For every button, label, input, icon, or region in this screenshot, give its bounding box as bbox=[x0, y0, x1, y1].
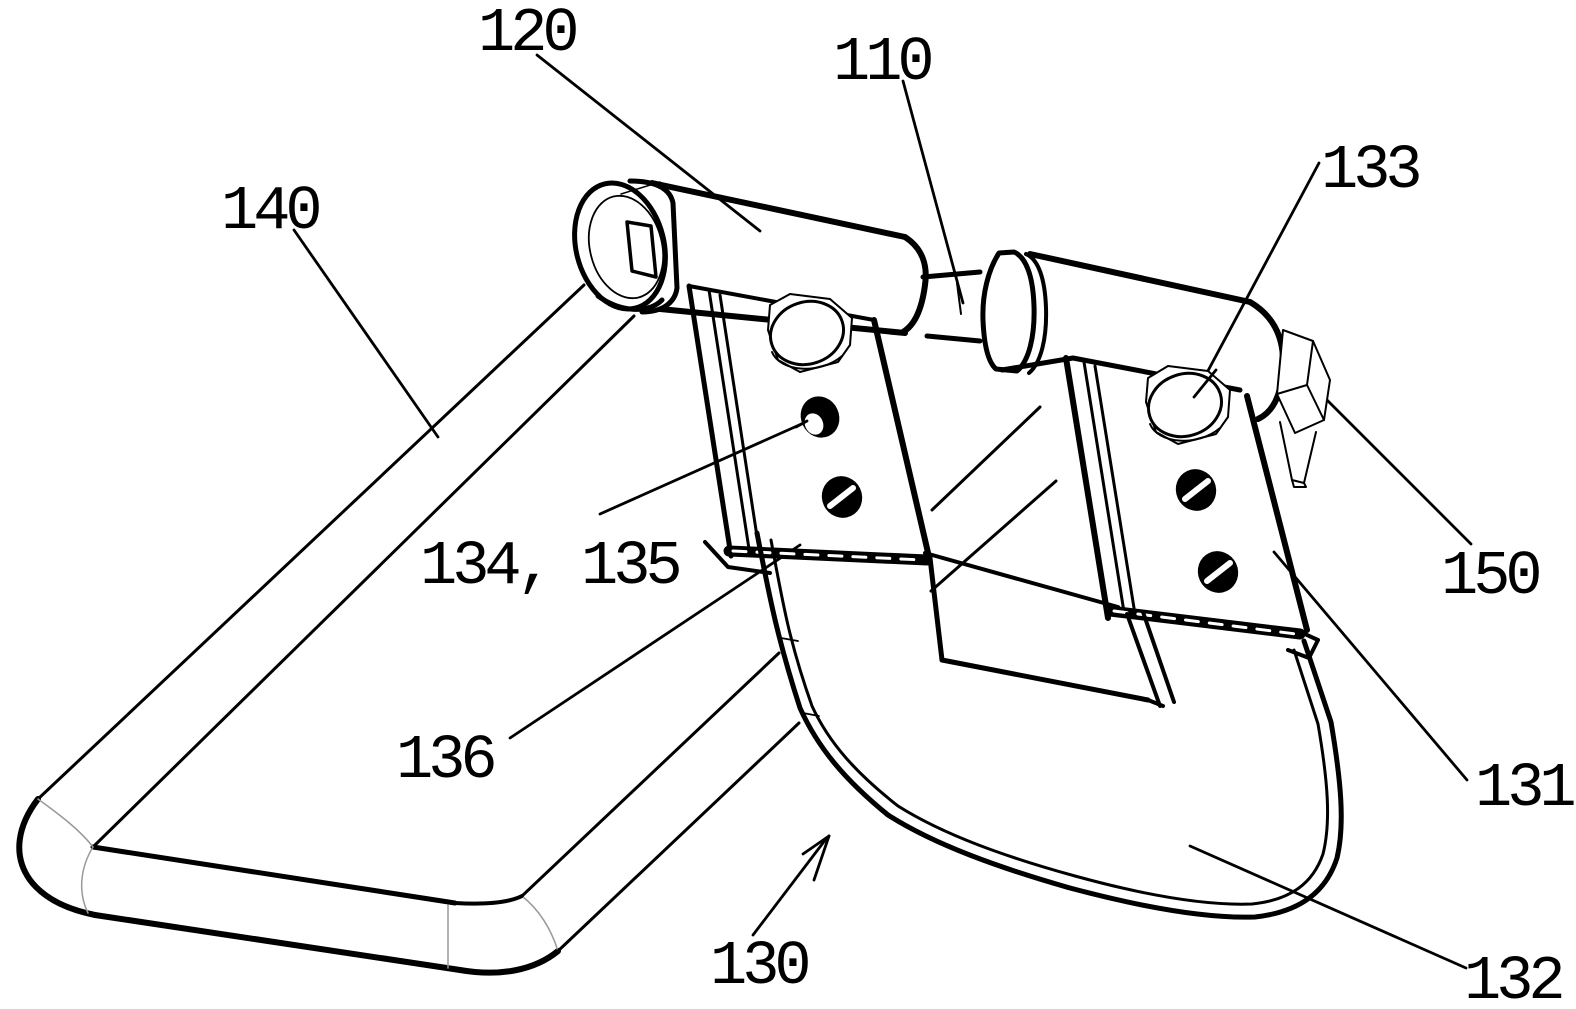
svg-text:136: 136 bbox=[396, 725, 494, 796]
svg-text:134, 135: 134, 135 bbox=[420, 531, 679, 602]
svg-text:150: 150 bbox=[1441, 541, 1539, 612]
svg-text:120: 120 bbox=[478, 0, 576, 69]
svg-text:131: 131 bbox=[1475, 753, 1574, 824]
svg-text:140: 140 bbox=[221, 176, 319, 247]
svg-text:132: 132 bbox=[1464, 946, 1561, 1009]
svg-text:110: 110 bbox=[833, 27, 931, 98]
svg-text:133: 133 bbox=[1321, 135, 1419, 206]
svg-text:130: 130 bbox=[710, 931, 808, 1002]
